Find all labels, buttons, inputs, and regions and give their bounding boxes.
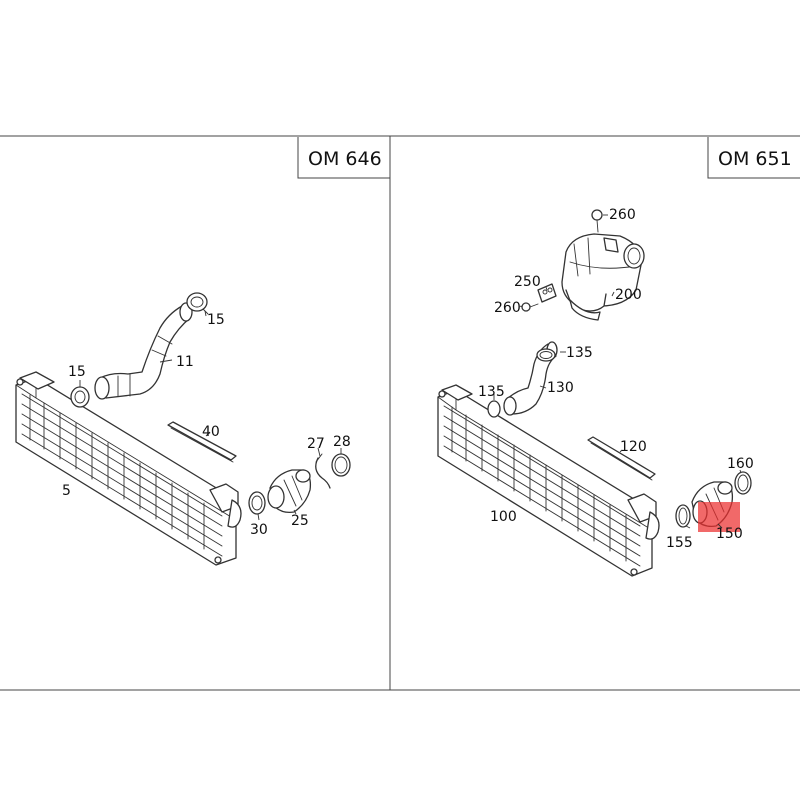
strip-120 [587,436,656,481]
callout-155: 155 [666,535,693,551]
strip-40 [167,421,237,463]
elbow-25 [267,469,312,514]
engine-title-box-left: OM 646 [297,137,390,179]
ring-28 [331,453,351,477]
ring-135-left [487,400,501,418]
callout-135-left: 135 [478,384,505,400]
callout-100: 100 [490,509,517,525]
callout-25: 25 [291,513,309,529]
highlight-marker-150 [698,502,740,532]
callout-250: 250 [514,274,541,290]
callout-5: 5 [62,483,71,499]
callout-30: 30 [250,522,268,538]
ring-155 [675,504,691,528]
callout-160: 160 [727,456,754,472]
callout-28: 28 [333,434,351,450]
hose-11 [94,302,193,400]
callout-200: 200 [615,287,642,303]
bolt-260-left [521,302,539,312]
callout-120: 120 [620,439,647,455]
callout-135-top: 135 [566,345,593,361]
intercooler-right [437,384,660,577]
callout-15-left: 15 [68,364,86,380]
ring-135-top [536,348,556,362]
callout-260-top: 260 [609,207,636,223]
ring-160 [734,471,752,495]
engine-title-box-right: OM 651 [707,137,800,179]
leaders-left [79,310,342,521]
callout-150: 150 [716,526,743,542]
clip-27 [315,453,331,489]
engine-title-right: OM 651 [718,148,792,170]
bracket-250 [537,283,557,303]
callout-27: 27 [307,436,325,452]
callout-130: 130 [547,380,574,396]
callout-15-top: 15 [207,312,225,328]
elbow-150 [691,481,740,532]
engine-title-left: OM 646 [308,148,382,170]
clamp-30 [248,491,266,515]
callout-11: 11 [176,354,194,370]
filter-housing-200 [561,233,645,321]
clamp-15-top [186,292,209,315]
panel-om651: 260 250 260 200 135 135 130 120 160 100 … [437,207,754,577]
clamp-15-left [70,386,90,408]
bolt-260-top [591,209,603,233]
leaders-right [493,214,742,529]
panel-frames [0,135,800,691]
panel-om646: 15 15 11 40 5 27 28 30 25 [15,292,351,566]
callout-260-left: 260 [494,300,521,316]
intercooler-left [15,371,242,566]
callout-40: 40 [202,424,220,440]
